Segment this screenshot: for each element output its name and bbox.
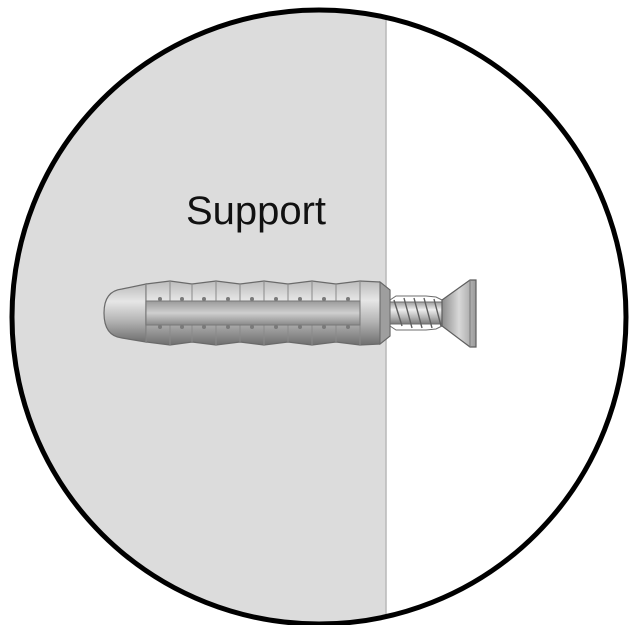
wall-plug-icon: [104, 281, 390, 345]
support-label: Support: [186, 189, 326, 233]
